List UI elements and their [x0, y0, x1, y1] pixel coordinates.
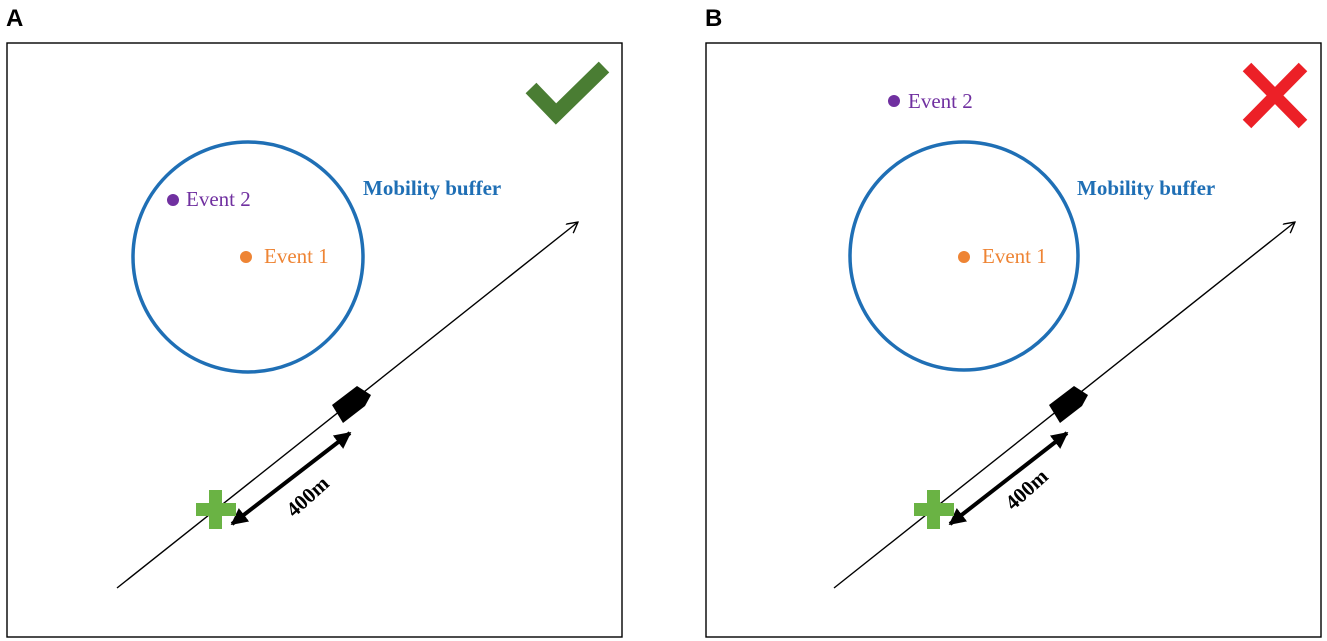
panel-a-distance-arrow: [230, 431, 352, 526]
panel-b: B Mobility buffer Event 2 Event 1 400m: [705, 5, 1322, 638]
panel-b-distance-arrow: [948, 431, 1069, 526]
panel-a-mobility-buffer-label: Mobility buffer: [363, 176, 501, 200]
panel-a-mobility-buffer-circle: [131, 140, 365, 374]
panel-b-plus-icon: [914, 490, 954, 529]
panel-a-letter: A: [6, 5, 23, 32]
panel-a: A Mobility buffer Event 2 Event 1 400m: [6, 5, 623, 638]
panel-b-frame: [705, 42, 1322, 638]
panel-b-event1-label: Event 1: [982, 244, 1047, 268]
panel-a-event1-label: Event 1: [264, 244, 329, 268]
panel-a-plus-icon: [196, 490, 236, 529]
panel-a-vehicle-icon: [332, 386, 371, 423]
panel-a-event1-dot: [240, 251, 252, 263]
panel-a-event2-dot: [167, 194, 179, 206]
panel-b-cross-icon: [1242, 62, 1308, 129]
panel-b-distance-label: 400m: [1000, 464, 1053, 515]
panel-a-event2-label: Event 2: [186, 187, 251, 211]
panel-b-letter: B: [705, 5, 722, 32]
panel-b-mobility-buffer-circle: [848, 140, 1080, 372]
panel-b-mobility-buffer-label: Mobility buffer: [1077, 176, 1215, 200]
panel-a-frame: [6, 42, 623, 638]
panel-a-check-icon: [525, 61, 610, 125]
panel-b-event2-dot: [888, 95, 900, 107]
panel-b-event1-dot: [958, 251, 970, 263]
panel-b-vehicle-icon: [1049, 386, 1088, 423]
panel-b-event2-label: Event 2: [908, 89, 973, 113]
